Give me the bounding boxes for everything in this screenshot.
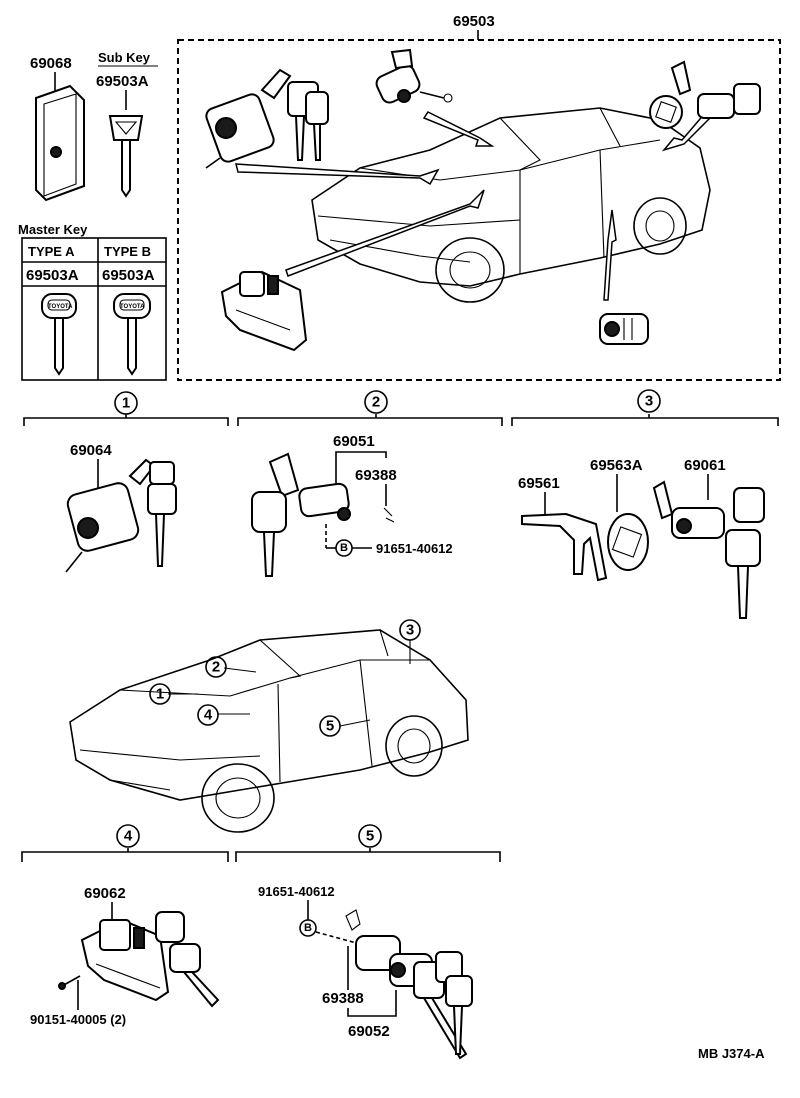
type-a-header: TYPE A — [28, 244, 75, 259]
bolt-marker-5: B — [304, 922, 312, 934]
pointer-arrow — [603, 209, 617, 301]
dashed-leader — [315, 931, 361, 945]
key-brand-b: TOYOTA — [120, 304, 145, 310]
callout-circle — [399, 619, 421, 641]
section-4-bracket — [21, 824, 229, 862]
sub-key-title: Sub Key — [98, 50, 151, 65]
section-2-bracket — [237, 390, 503, 426]
part-label-69051: 69051 — [333, 433, 375, 450]
master-key-table — [21, 237, 167, 381]
callout-4: 4 — [204, 707, 213, 724]
glovebox-cylinder-icon — [251, 452, 395, 577]
type-b-header: TYPE B — [104, 244, 151, 259]
callout-circle — [149, 683, 171, 705]
part-label-69388-a: 69388 — [355, 467, 397, 484]
part-label-69388-b: 69388 — [322, 990, 364, 1007]
master-key-title: Master Key — [18, 222, 88, 237]
section-5-bracket — [235, 824, 501, 862]
callout-1: 1 — [156, 686, 164, 703]
master-key-b-icon — [113, 293, 151, 376]
car-illustration-top — [311, 107, 711, 303]
kit-dashed-box — [177, 39, 781, 381]
ignition-lock-icon — [65, 458, 177, 573]
hood-lock-icon — [220, 270, 308, 352]
part-label-91651-40612-a: 91651-40612 — [376, 541, 453, 556]
part-label-69052: 69052 — [348, 1023, 390, 1040]
pointer-arrow — [422, 111, 495, 147]
section-1-bracket — [23, 391, 229, 426]
leader-bracket — [347, 990, 397, 1017]
pointer-arrow — [235, 163, 440, 186]
top-box-part-label: 69503 — [453, 13, 495, 30]
master-key-a-icon — [41, 293, 77, 376]
type-a-part-label: 69503A — [26, 267, 79, 284]
callout-circle — [197, 704, 219, 726]
trunk-cylinder-icon — [652, 480, 765, 619]
callout-circle — [319, 715, 341, 737]
glovebox-lock-icon — [375, 48, 453, 104]
car-illustration-middle — [69, 629, 469, 833]
ignition-cylinder-icon — [205, 68, 329, 169]
door-cylinder-icon — [345, 909, 473, 1060]
trunk-lock-icon — [649, 60, 761, 129]
key-case-icon — [35, 84, 85, 202]
part-label-69064: 69064 — [70, 442, 112, 459]
bolt-marker-2: B — [340, 542, 348, 554]
callout-2: 2 — [212, 659, 220, 676]
part-label-91651-40612-b: 91651-40612 — [258, 884, 335, 899]
key-brand-a: TOYOTA — [48, 304, 73, 310]
hood-lock-assembly-icon — [80, 911, 220, 1008]
bolt-marker-circle — [299, 919, 317, 937]
callout-circle — [205, 656, 227, 678]
retainer-ring-icon — [607, 513, 649, 571]
screw-icon — [58, 975, 81, 990]
section-3-number: 3 — [645, 393, 653, 410]
section-3-bracket — [511, 389, 779, 426]
key-case-part-label: 69068 — [30, 55, 72, 72]
callout-5: 5 — [326, 718, 334, 735]
section-1-number: 1 — [122, 395, 130, 412]
door-lock-icon — [599, 313, 649, 345]
type-b-part-label: 69503A — [102, 267, 155, 284]
section-5-number: 5 — [366, 828, 374, 845]
part-label-69561: 69561 — [518, 475, 560, 492]
part-label-90151-40005: 90151-40005 (2) — [30, 1012, 126, 1027]
pointer-arrow — [285, 189, 485, 277]
section-4-number: 4 — [124, 828, 133, 845]
part-label-69061: 69061 — [684, 457, 726, 474]
part-label-69563a: 69563A — [590, 457, 643, 474]
part-label-69062: 69062 — [84, 885, 126, 902]
reference-code: MB J374-A — [698, 1046, 765, 1061]
section-2-number: 2 — [372, 394, 380, 411]
lock-rod-icon — [521, 512, 608, 582]
sub-key-part-label: 69503A — [96, 73, 149, 90]
callout-3: 3 — [406, 622, 414, 639]
leader-bracket — [335, 451, 387, 458]
sub-key-icon — [108, 115, 144, 198]
